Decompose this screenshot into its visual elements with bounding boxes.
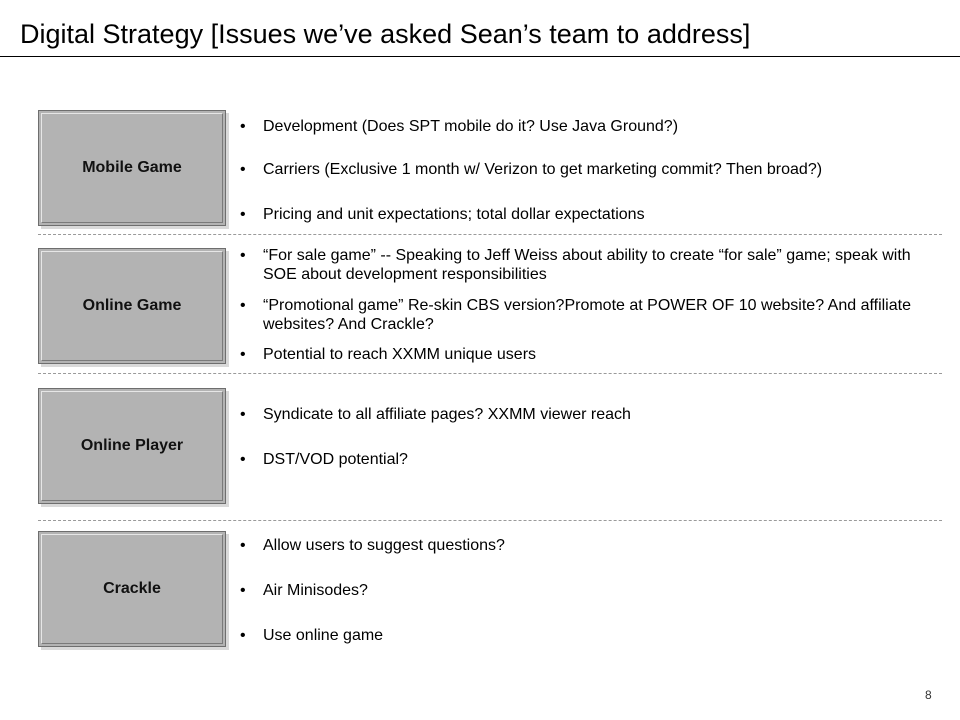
crackle-box: Crackle xyxy=(38,531,226,647)
mobile-game-label: Mobile Game xyxy=(82,159,182,176)
online-game-label: Online Game xyxy=(82,297,182,314)
section-divider xyxy=(38,520,942,521)
page-number: 8 xyxy=(925,688,932,702)
section-divider xyxy=(38,234,942,235)
section-divider xyxy=(38,373,942,374)
online-player-label: Online Player xyxy=(80,437,184,454)
crackle-label: Crackle xyxy=(103,580,161,597)
mobile-game-box: Mobile Game xyxy=(38,110,226,226)
slide-title: Digital Strategy [Issues we’ve asked Sea… xyxy=(20,19,751,49)
online-game-box: Online Game xyxy=(38,248,226,364)
title-divider xyxy=(0,56,960,57)
online-player-box: Online Player xyxy=(38,388,226,504)
